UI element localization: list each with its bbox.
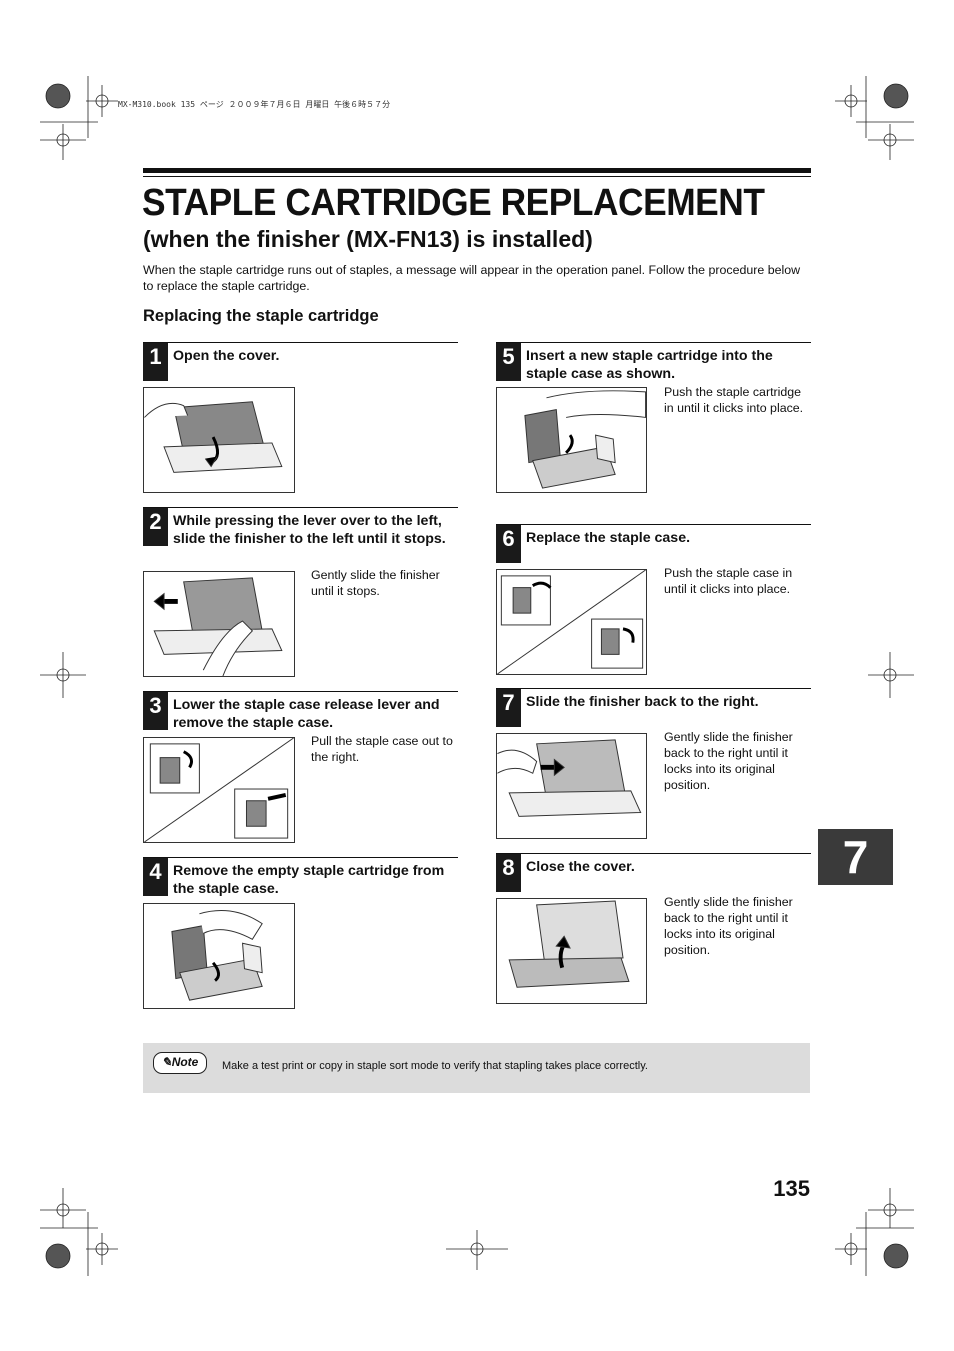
step-3-description: Pull the staple case out to the right. (311, 734, 453, 764)
chapter-tab: 7 (818, 829, 893, 885)
step-title: Insert a new staple cartridge into the s… (526, 348, 773, 382)
intro-paragraph: When the staple cartridge runs out of st… (143, 263, 801, 293)
step-number: 4 (143, 858, 168, 896)
note-badge-label: Note (171, 1055, 199, 1069)
step-number: 1 (143, 343, 168, 381)
step-6-description: Push the staple case in until it clicks … (664, 566, 793, 596)
step-title: Replace the staple case. (526, 530, 691, 546)
title-rule-thick (143, 168, 811, 173)
step-5-header: 5 Insert a new staple cartridge into the… (496, 342, 811, 382)
header-file-info: MX-M310.book 135 ページ ２００９年７月６日 月曜日 午後６時５… (118, 100, 391, 109)
pencil-icon: ✎ (161, 1055, 172, 1069)
page-title: STAPLE CARTRIDGE REPLACEMENT (142, 182, 765, 224)
step-2-description: Gently slide the finisher until it stops… (311, 568, 440, 598)
step-title: Close the cover. (526, 859, 635, 875)
step-8-header: 8 Close the cover. (496, 853, 811, 892)
section-heading: Replacing the staple cartridge (143, 307, 379, 325)
step-1-header: 1 Open the cover. (143, 342, 458, 381)
step-2-header: 2 While pressing the lever over to the l… (143, 507, 458, 566)
note-box: ✎Note Make a test print or copy in stapl… (143, 1043, 810, 1093)
step-number: 7 (496, 689, 521, 727)
step-number: 5 (496, 343, 521, 381)
step-number: 2 (143, 508, 168, 546)
step-7-header: 7 Slide the finisher back to the right. (496, 688, 811, 727)
step-8-description: Gently slide the finisher back to the ri… (664, 895, 793, 957)
note-badge: ✎Note (153, 1052, 207, 1074)
step-7-description: Gently slide the finisher back to the ri… (664, 730, 793, 792)
step-title: Lower the staple case release lever and … (173, 697, 440, 731)
step-number: 8 (496, 854, 521, 892)
step-7-illustration (496, 733, 647, 839)
step-4-illustration (143, 903, 295, 1009)
step-5-illustration (496, 387, 647, 493)
step-8-illustration (496, 898, 647, 1004)
step-6-header: 6 Replace the staple case. (496, 524, 811, 563)
step-number: 6 (496, 525, 521, 563)
step-3-header: 3 Lower the staple case release lever an… (143, 691, 458, 732)
note-text: Make a test print or copy in staple sort… (222, 1060, 648, 1072)
step-4-header: 4 Remove the empty staple cartridge from… (143, 857, 458, 898)
step-3-illustration (143, 737, 295, 843)
step-title: Slide the finisher back to the right. (526, 694, 759, 710)
step-5-description: Push the staple cartridge in until it cl… (664, 385, 804, 415)
step-title: Open the cover. (173, 348, 280, 364)
page-subtitle: (when the finisher (MX-FN13) is installe… (143, 226, 593, 252)
step-1-illustration (143, 387, 295, 493)
step-title: Remove the empty staple cartridge from t… (173, 863, 445, 897)
step-number: 3 (143, 692, 168, 730)
step-title: While pressing the lever over to the lef… (173, 513, 446, 547)
title-rule-thin (143, 176, 811, 177)
page-number: 135 (773, 1176, 810, 1201)
step-6-illustration (496, 569, 647, 675)
step-2-illustration (143, 571, 295, 677)
